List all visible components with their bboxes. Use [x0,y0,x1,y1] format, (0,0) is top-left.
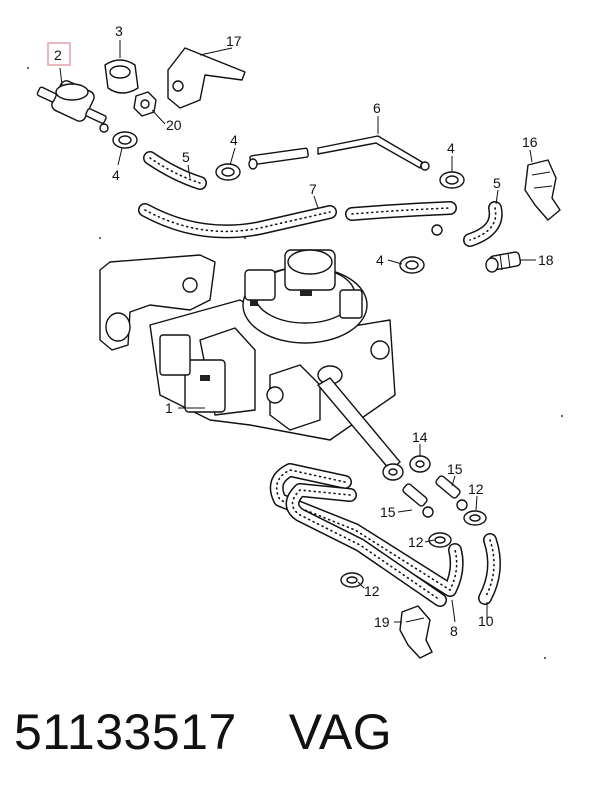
pipe-part-6 [248,135,430,171]
clamp-part-4-b [215,163,241,181]
callout-labels: 2 3 17 20 4 4 5 6 4 16 5 7 4 18 1 14 15 … [54,23,554,639]
callout-4-a: 4 [112,167,120,183]
hose-part-7 [138,201,457,239]
connector-part-18 [485,251,522,273]
clip-part-16 [524,159,561,221]
exploded-parts-diagram: 2 3 17 20 4 4 5 6 4 16 5 7 4 18 1 14 15 … [27,23,563,659]
footer: 51133517 VAG [14,692,594,772]
callout-19: 19 [374,614,390,630]
fitting-part-15-a [402,483,434,518]
callout-17: 17 [226,33,242,49]
callout-15-a: 15 [447,461,463,477]
callout-2: 2 [54,47,62,63]
callout-1: 1 [165,400,173,416]
callout-14: 14 [412,429,428,445]
callout-15-b: 15 [380,504,396,520]
carburettor-assembly [99,249,401,471]
vacuum-valve-part-2 [36,80,109,133]
callout-7: 7 [309,181,317,197]
nut-part-20 [133,91,157,117]
clamp-part-4-d [399,256,425,274]
callout-12-b: 12 [408,534,424,550]
callout-16: 16 [522,134,538,150]
callout-2-highlight [47,42,71,66]
callout-18: 18 [538,252,554,268]
callout-10: 10 [478,613,494,629]
callout-4-d: 4 [376,252,384,268]
washer-near-hose-7 [431,224,443,236]
callout-3: 3 [115,23,123,39]
washer-part-14-a [382,463,404,481]
hose-part-5-right [463,201,503,247]
callout-20: 20 [166,117,182,133]
clip-part-3 [104,59,139,94]
clamp-part-4-a [112,131,138,149]
callout-12-c: 12 [364,583,380,599]
callout-12-a: 12 [468,481,484,497]
callout-4-b: 4 [230,132,238,148]
bracket-part-17 [167,47,246,109]
clamp-part-4-c [439,171,465,189]
clamp-part-12-c [340,572,364,588]
leader-lines [59,40,536,623]
callout-5-b: 5 [493,175,501,191]
washer-part-14-b [409,455,431,473]
clamp-part-12-a [463,510,487,526]
callout-5-a: 5 [182,149,190,165]
clamp-part-12-b [428,532,452,548]
hose-part-10 [478,533,501,605]
clip-part-19 [399,605,433,659]
fitting-part-15-b [435,475,468,511]
part-number: 51133517 [14,704,237,760]
callout-4-c: 4 [447,140,455,156]
hose-part-5-left [143,151,207,190]
brand-name: VAG [288,704,393,760]
callout-6: 6 [373,100,381,116]
hose-part-8 [269,463,464,607]
callout-8: 8 [450,623,458,639]
